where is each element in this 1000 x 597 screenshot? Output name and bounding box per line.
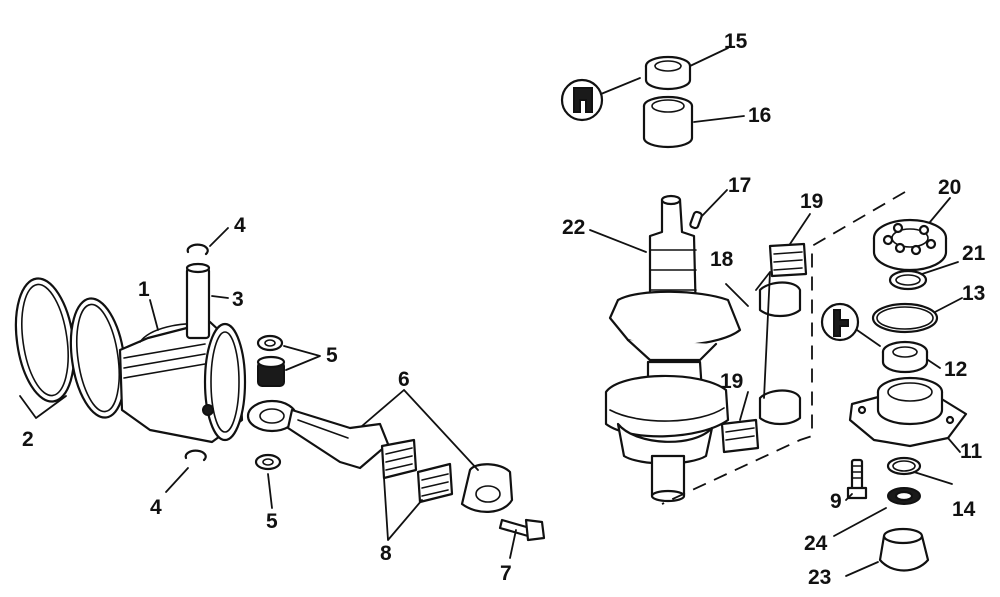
main-bearing-race-upper (758, 281, 802, 318)
callout-21: 21 (962, 242, 986, 265)
piston-pin-clip-lower (184, 449, 207, 462)
callout-2: 2 (22, 428, 34, 451)
main-bearing-half-upper (768, 242, 808, 278)
wrist-pin-washer-upper (256, 334, 284, 352)
main-bearing-race-lower (758, 389, 802, 426)
piston-rings (14, 277, 127, 419)
bearing-cap (878, 527, 930, 572)
housing-o-ring (886, 456, 922, 476)
callout-8: 8 (380, 542, 392, 565)
upper-bearing-race (644, 55, 692, 91)
callout-24: 24 (804, 532, 828, 555)
callout-9: 9 (830, 490, 842, 513)
callout-3: 3 (232, 288, 244, 311)
o-ring (871, 302, 939, 334)
leader-lines (19, 47, 963, 577)
callout-14: 14 (952, 498, 976, 521)
callout-numbers: 1 2 3 4 4 5 5 6 7 8 9 11 12 13 14 15 16 … (22, 30, 986, 589)
callout-12: 12 (944, 358, 967, 381)
connecting-rod (246, 399, 514, 513)
callout-19-upper: 19 (800, 190, 823, 213)
callout-7: 7 (500, 562, 512, 585)
crankshaft-key (689, 210, 703, 230)
crankshaft (604, 194, 742, 503)
main-bearing-half-lower (720, 418, 760, 454)
callout-1: 1 (138, 278, 150, 301)
piston-pin (185, 262, 211, 340)
upper-needle-bearing (642, 95, 694, 149)
wrist-pin-needle-bearing (256, 355, 286, 387)
ball-bearing (872, 218, 948, 272)
piston (118, 320, 247, 444)
lower-bearing-housing (848, 376, 968, 448)
callout-23: 23 (808, 566, 831, 589)
callout-19-lower: 19 (720, 370, 743, 393)
wrist-pin-washer-lower (254, 453, 282, 471)
assembly-dashed-lines (661, 191, 906, 505)
housing-screw (846, 458, 868, 500)
callout-20: 20 (938, 176, 961, 199)
piston-pin-clip-upper (186, 243, 209, 256)
callout-17: 17 (728, 174, 751, 197)
lubricant-symbol-icon (820, 302, 881, 347)
callout-5-lower: 5 (266, 510, 278, 533)
callout-4-lower: 4 (150, 496, 162, 519)
rod-cap-screw (498, 518, 546, 542)
retaining-ring (888, 269, 928, 291)
callout-4-upper: 4 (234, 214, 246, 237)
callout-18: 18 (710, 248, 734, 271)
rod-bearing-half-left (380, 438, 418, 480)
lower-seal (887, 487, 921, 505)
crankshaft-seal (881, 340, 929, 374)
callout-5-upper: 5 (326, 344, 338, 367)
callout-11: 11 (960, 440, 983, 463)
callout-16: 16 (748, 104, 771, 127)
callout-22: 22 (562, 216, 585, 239)
rod-bearing-half-right (416, 462, 454, 504)
grease-symbol-icon (560, 77, 641, 122)
callout-6: 6 (398, 368, 410, 391)
callout-13: 13 (962, 282, 985, 305)
callout-15: 15 (724, 30, 748, 53)
